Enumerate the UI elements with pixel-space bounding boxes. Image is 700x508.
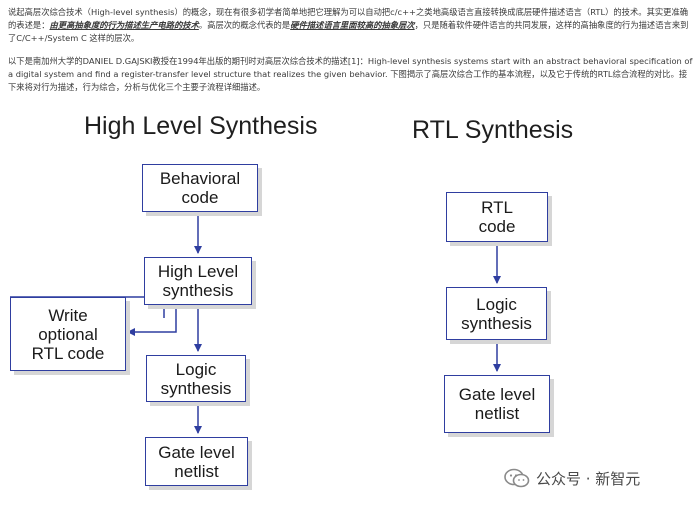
arrow-hls-to-write-rtl [127, 305, 177, 336]
intro-p1-part-b: 。高层次的概念代表的是 [198, 20, 291, 30]
hls-logic-synthesis-box: Logic synthesis [146, 355, 246, 402]
watermark: 公众号 · 新智元 [504, 466, 640, 490]
rtl-logic-synthesis-box: Logic synthesis [446, 287, 547, 340]
rtl-code-box: RTL code [446, 192, 548, 242]
intro-paragraph-1: 说起高层次综合技术（High-level synthesis）的概念，现在有很多… [8, 6, 694, 45]
intro-p1-emphasis-1: 由更高抽象度的行为描述生产电路的技术 [49, 20, 199, 30]
behavioral-code-box: Behavioral code [142, 164, 258, 212]
synthesis-flow-diagram: High Level Synthesis RTL Synthesis Behav… [0, 112, 700, 508]
intro-paragraph-2: 以下是南加州大学的DANIEL D.GAJSKI教授在1994年出版的期刊时对高… [8, 56, 693, 92]
write-optional-rtl-code-box: Write optional RTL code [10, 297, 126, 371]
watermark-text: 公众号 · 新智元 [536, 469, 641, 488]
intro-p1-part-c: ，只是随着软件硬件语言的共同发展，这样的高抽象度的行为描述语言来到了C/C++/… [8, 20, 689, 43]
hls-gate-level-netlist-box: Gate level netlist [145, 437, 248, 486]
intro-text: 说起高层次综合技术（High-level synthesis）的概念，现在有很多… [8, 6, 694, 94]
intro-p1-emphasis-2: 硬件描述语言里面较高的抽象层次 [290, 20, 415, 30]
rtl-title: RTL Synthesis [412, 116, 574, 144]
rtl-gate-level-netlist-box: Gate level netlist [444, 375, 550, 433]
hls-title: High Level Synthesis [84, 112, 318, 140]
wechat-logo-icon [504, 468, 530, 488]
intro-p1-part-a: 说起高层次综合技术（High-level synthesis）的概念，现在有很多… [8, 7, 689, 30]
high-level-synthesis-box: High Level synthesis [144, 257, 252, 305]
